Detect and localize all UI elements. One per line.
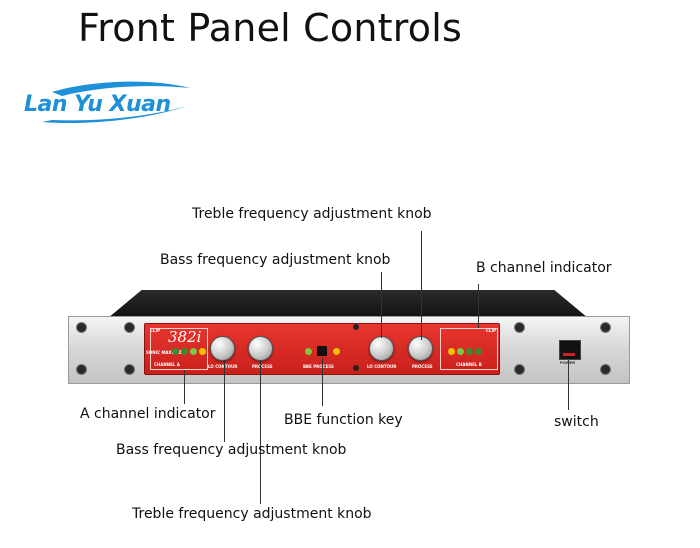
panel-screw [353,365,359,371]
lo-contour-label-a: LO CONTOUR [208,364,238,369]
process-label-a: PROCESS [252,364,273,369]
channel-a-led [181,348,188,355]
channel-a-label: CHANNEL A [154,362,180,367]
power-switch[interactable] [559,340,581,360]
rack-screw [124,364,135,375]
callout-bass-top: Bass frequency adjustment knob [160,252,391,268]
device-top-cover [108,290,588,318]
leader-line [421,231,422,340]
panel-screw [353,324,359,330]
channel-a-process-knob[interactable] [248,336,273,361]
rack-screw [76,322,87,333]
channel-b-led [466,348,473,355]
brand-logo: Lan Yu Xuan [22,78,192,128]
device-logo: 382i [168,328,202,346]
rack-screw [124,322,135,333]
bbe-led [333,348,340,355]
power-switch-indicator [563,353,575,356]
callout-a-channel: A channel indicator [80,406,216,422]
channel-b-label: CHANNEL B [456,362,482,367]
clip-label-a: CLIP [150,328,160,333]
channel-b-led [448,348,455,355]
device-brand-small: SONIC MAXIMIZER [146,350,188,355]
page-title: Front Panel Controls [78,6,462,50]
bbe-led [305,348,312,355]
leader-line [224,360,225,442]
leader-line [381,272,382,338]
channel-a-led [172,348,179,355]
clip-label-b: CLIP [486,328,496,333]
callout-bass-bottom: Bass frequency adjustment knob [116,442,347,458]
leader-line [322,358,323,406]
leader-line [478,284,479,328]
channel-b-lo-contour-knob[interactable] [369,336,394,361]
process-label-b: PROCESS [412,364,433,369]
callout-treble-bottom: Treble frequency adjustment knob [132,506,372,522]
leader-line [184,370,185,404]
power-label: POWER [560,360,575,365]
rack-screw [600,322,611,333]
callout-switch: switch [554,414,599,430]
lo-contour-label-b: LO CONTOUR [367,364,397,369]
swoosh-icon [42,81,190,124]
channel-a-led [190,348,197,355]
channel-b-led [457,348,464,355]
channel-a-led [199,348,206,355]
bbe-function-key[interactable] [317,346,327,356]
leader-line [568,360,569,410]
rack-screw [514,322,525,333]
leader-line [260,360,261,504]
channel-b-process-knob[interactable] [408,336,433,361]
callout-treble-top: Treble frequency adjustment knob [192,206,432,222]
bbe-process-label: BBE PROCESS [303,364,334,369]
callout-b-channel: B channel indicator [476,260,612,276]
rack-screw [76,364,87,375]
channel-a-lo-contour-knob[interactable] [210,336,235,361]
channel-b-box [440,328,498,370]
rack-screw [514,364,525,375]
callout-bbe-key: BBE function key [284,412,403,428]
channel-a-box [150,328,208,370]
brand-name: Lan Yu Xuan [24,92,171,117]
channel-b-led [475,348,482,355]
rack-screw [600,364,611,375]
